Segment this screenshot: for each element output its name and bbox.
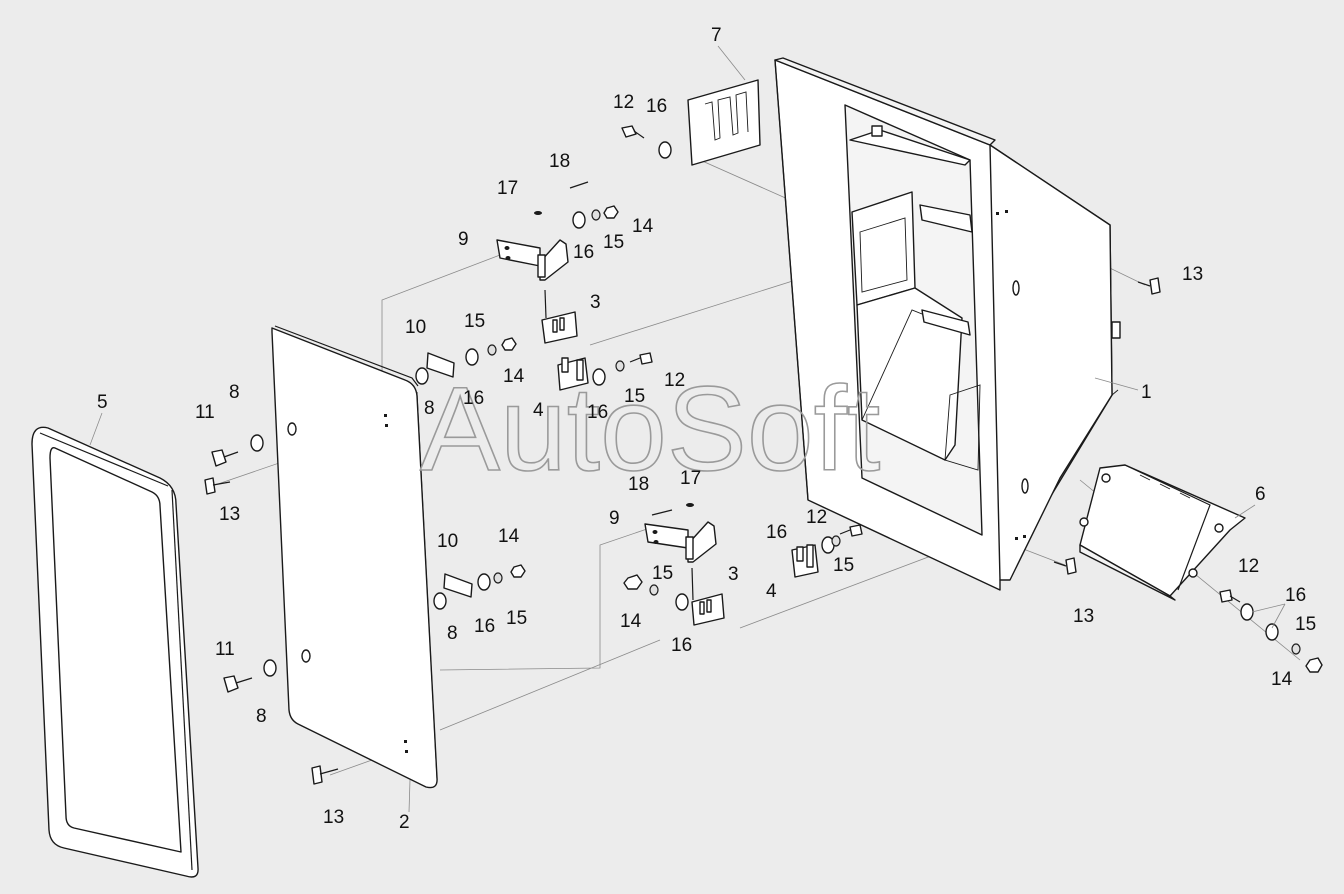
callout-14: 14 — [632, 216, 654, 237]
housing-box-1 — [774, 57, 1121, 591]
callout-1: 1 — [1141, 382, 1152, 403]
callout-7: 7 — [711, 25, 722, 46]
hinge-leaf-3-lower — [691, 567, 725, 626]
callout-12: 12 — [613, 92, 634, 113]
callout-12: 12 — [664, 370, 685, 391]
callout-12: 12 — [806, 507, 827, 528]
callout-labels: 1 2 3 3 4 4 5 6 7 8 8 8 8 9 9 10 10 11 1… — [97, 25, 1316, 833]
callout-13: 13 — [323, 807, 344, 828]
hinge-knuckle-4-upper — [557, 357, 589, 391]
hinge-knuckle-4-lower — [791, 544, 819, 578]
callout-14: 14 — [620, 611, 642, 632]
callout-5: 5 — [97, 392, 108, 413]
callout-16: 16 — [1285, 585, 1306, 606]
callout-16: 16 — [646, 96, 667, 117]
callout-15: 15 — [652, 563, 673, 584]
callout-18: 18 — [628, 474, 649, 495]
callout-16: 16 — [463, 388, 484, 409]
watermark-text: AutoSoft — [420, 362, 880, 496]
callout-12: 12 — [1238, 556, 1259, 577]
callout-8: 8 — [424, 398, 435, 419]
clamp-plate-10-upper — [426, 352, 455, 378]
callout-16: 16 — [474, 616, 495, 637]
callout-15: 15 — [603, 232, 624, 253]
callout-3: 3 — [590, 292, 601, 313]
callout-14: 14 — [503, 366, 525, 387]
callout-14: 14 — [1271, 669, 1293, 690]
hinge-bracket-9-upper — [496, 239, 569, 281]
callout-8: 8 — [229, 382, 240, 403]
seal-frame-5 — [31, 426, 199, 878]
callout-8: 8 — [256, 706, 267, 727]
callout-15: 15 — [624, 386, 645, 407]
callout-4: 4 — [533, 400, 544, 421]
callout-15: 15 — [506, 608, 527, 629]
callout-15: 15 — [464, 311, 485, 332]
hinge-bracket-9-lower — [644, 521, 717, 563]
fasteners — [204, 125, 1323, 785]
hinge-leaf-3-upper — [541, 289, 578, 344]
callout-9: 9 — [458, 229, 469, 250]
callout-15: 15 — [1295, 614, 1316, 635]
callout-16: 16 — [587, 402, 608, 423]
angle-bracket-6 — [1079, 464, 1246, 601]
callout-16: 16 — [671, 635, 692, 656]
callout-16: 16 — [766, 522, 787, 543]
callout-2: 2 — [399, 812, 410, 833]
callout-11: 11 — [195, 402, 215, 423]
panel-plate-2 — [271, 325, 438, 789]
callout-11: 11 — [215, 639, 235, 660]
callout-13: 13 — [1073, 606, 1094, 627]
callout-17: 17 — [497, 178, 518, 199]
callout-13: 13 — [1182, 264, 1203, 285]
callout-6: 6 — [1255, 484, 1266, 505]
callout-13: 13 — [219, 504, 240, 525]
slotted-plate-7 — [687, 79, 761, 166]
callout-3: 3 — [728, 564, 739, 585]
clamp-plate-10-lower — [443, 573, 473, 598]
callout-14: 14 — [498, 526, 520, 547]
callout-17: 17 — [680, 468, 701, 489]
label-leaders — [89, 45, 1286, 813]
callout-15: 15 — [833, 555, 854, 576]
callout-9: 9 — [609, 508, 620, 529]
callout-8: 8 — [447, 623, 458, 644]
callout-4: 4 — [766, 581, 777, 602]
callout-10: 10 — [437, 531, 458, 552]
callout-16: 16 — [573, 242, 594, 263]
callout-10: 10 — [405, 317, 426, 338]
callout-18: 18 — [549, 151, 570, 172]
